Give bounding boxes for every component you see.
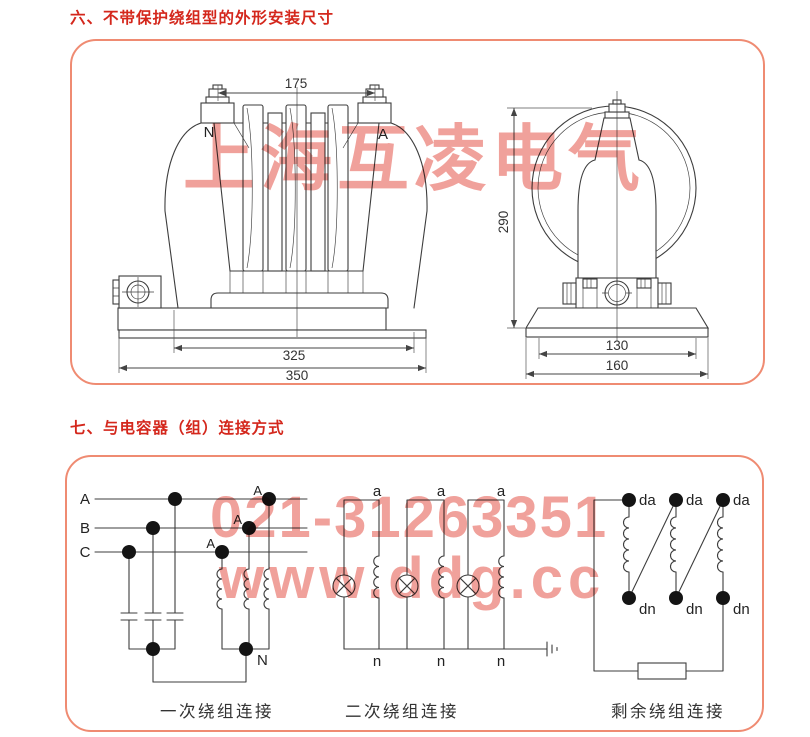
resistor-symbol: [637, 662, 687, 680]
secondary-n-label-1: n: [373, 653, 381, 670]
ground-symbol: [546, 641, 558, 657]
section-7-title: 七、与电容器（组）连接方式: [70, 420, 285, 437]
dim-325: 325: [283, 348, 306, 363]
side-view-drawing: 290 130 160: [496, 91, 709, 379]
primary-terminal-label-2: A: [233, 512, 242, 527]
side-dimensions: 290 130 160: [496, 107, 709, 379]
residual-dn-label-2: dn: [686, 601, 703, 618]
junction-dots: [122, 492, 276, 656]
outline-drawing-svg: N A: [112, 76, 709, 383]
secondary-a-label-1: a: [373, 483, 382, 500]
terminal-A: [357, 84, 392, 124]
residual-da-label-1: da: [639, 492, 656, 509]
primary-neutral-label: N: [257, 652, 268, 669]
outline-dimensions-panel: N A: [70, 39, 765, 385]
secondary-a-label-2: a: [437, 483, 446, 500]
lamp-symbols: [332, 574, 480, 598]
residual-da-label-3: da: [733, 492, 750, 509]
secondary-winding-diagram: a a a n n n 二次绕组连接: [332, 483, 558, 721]
phase-C-label: C: [80, 544, 91, 561]
capacitor-symbols: [120, 612, 184, 621]
primary-winding-diagram: A B C: [80, 483, 308, 721]
residual-winding-diagram: da da da dn dn dn 剩余绕组连接: [593, 492, 750, 721]
secondary-n-label-3: n: [497, 653, 505, 670]
connection-diagrams-svg: A B C: [80, 483, 751, 721]
residual-dn-label-1: dn: [639, 601, 656, 618]
dim-175: 175: [285, 76, 308, 91]
front-base: [112, 275, 427, 339]
primary-terminal-label-1: A: [253, 483, 262, 498]
front-view-drawing: N A: [112, 76, 428, 383]
dim-290: 290: [496, 211, 511, 234]
secondary-a-label-3: a: [497, 483, 506, 500]
primary-caption: 一次绕组连接: [160, 702, 274, 721]
phase-B-label: B: [80, 520, 90, 537]
primary-terminal-label-3: A: [206, 536, 215, 551]
terminal-N: [200, 84, 235, 124]
residual-caption: 剩余绕组连接: [611, 702, 725, 721]
front-dimensions: 175 325 350: [118, 76, 427, 383]
phase-A-label: A: [80, 491, 90, 508]
secondary-coils: [373, 555, 505, 599]
terminal-N-label: N: [204, 124, 215, 141]
residual-coils: [623, 516, 724, 573]
primary-coils: [216, 568, 270, 610]
residual-junction-dots: [622, 493, 730, 605]
dim-130: 130: [606, 338, 629, 353]
secondary-caption: 二次绕组连接: [345, 702, 459, 721]
dim-160: 160: [606, 358, 629, 373]
residual-dn-label-3: dn: [733, 601, 750, 618]
section-6-title: 六、不带保护绕组型的外形安装尺寸: [70, 10, 335, 27]
residual-da-label-2: da: [686, 492, 703, 509]
terminal-A-label: A: [378, 126, 388, 143]
insulation-fins: [242, 104, 349, 272]
dim-350: 350: [286, 368, 309, 383]
connection-diagrams-panel: A B C: [65, 455, 764, 732]
secondary-n-label-2: n: [437, 653, 445, 670]
